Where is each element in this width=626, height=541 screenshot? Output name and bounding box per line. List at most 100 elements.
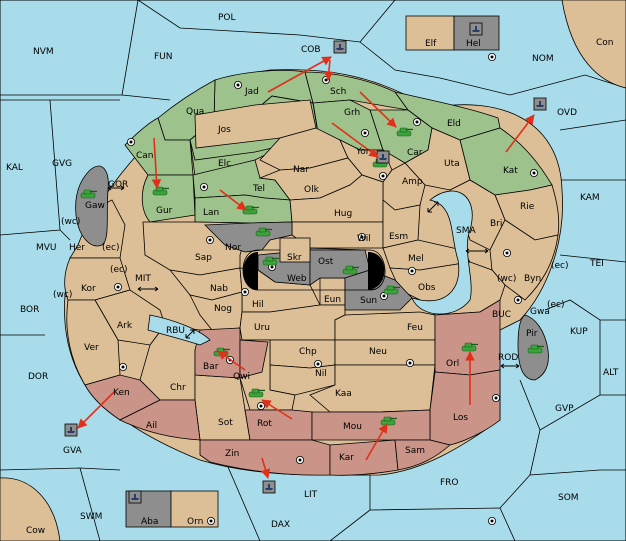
label-ovd: OVD bbox=[557, 108, 577, 118]
label-uta: Uta bbox=[444, 159, 460, 169]
label-aba: Aba bbox=[141, 517, 158, 527]
label-bri: Bri bbox=[490, 219, 502, 229]
label-orn: Orn bbox=[187, 517, 203, 527]
label-kal: KAL bbox=[6, 163, 23, 173]
label-buc: BUC bbox=[492, 310, 511, 320]
label-nor: Nor bbox=[225, 243, 241, 253]
label-kar: Kar bbox=[339, 453, 354, 463]
label-mit: MIT bbox=[135, 274, 151, 284]
fleet-lit[interactable] bbox=[262, 480, 276, 494]
label-grh: Grh bbox=[344, 108, 360, 118]
region-rot[interactable] bbox=[244, 409, 313, 441]
label-nab: Nab bbox=[210, 284, 228, 294]
label-jad: Jad bbox=[244, 87, 259, 97]
fleet-hel[interactable] bbox=[469, 22, 483, 36]
label-gva: GVA bbox=[63, 446, 83, 456]
label-ver: Ver bbox=[84, 343, 99, 353]
fleet-gva[interactable] bbox=[64, 423, 78, 437]
region-gaw[interactable] bbox=[75, 165, 109, 247]
label-rie: Rie bbox=[520, 202, 535, 212]
region-sam[interactable] bbox=[394, 439, 451, 471]
label-lit: LIT bbox=[304, 490, 318, 500]
label-nog: Nog bbox=[214, 304, 232, 314]
label-her: Her bbox=[69, 243, 85, 253]
label-elc: Elc bbox=[218, 159, 231, 169]
fleet-ovd[interactable] bbox=[533, 97, 547, 111]
label-kup: KUP bbox=[570, 327, 588, 337]
label-cob: COB bbox=[301, 45, 321, 55]
label-skr: Skr bbox=[287, 253, 302, 263]
label-gor: GOR bbox=[108, 180, 128, 190]
label-mou: Mou bbox=[343, 422, 362, 432]
region-ver[interactable] bbox=[66, 299, 121, 386]
fleet-aba[interactable] bbox=[128, 490, 142, 504]
label-chr: Chr bbox=[170, 383, 186, 393]
label-sap: Sap bbox=[195, 253, 212, 263]
coast-wc-byn: (wc) bbox=[497, 274, 516, 284]
coast-ec-gwa: (ec) bbox=[547, 300, 565, 310]
label-sma: SMA bbox=[456, 226, 476, 236]
label-gwa: Gwa bbox=[530, 307, 550, 317]
label-nar: Nar bbox=[293, 165, 309, 175]
region-mou[interactable] bbox=[311, 409, 431, 441]
label-cow: Cow bbox=[26, 526, 45, 536]
strait-markers bbox=[107, 185, 520, 369]
label-bar: Bar bbox=[203, 362, 219, 372]
label-byn: Byn bbox=[524, 274, 541, 284]
label-pir: Pir bbox=[526, 329, 538, 339]
region-byn[interactable] bbox=[489, 219, 559, 301]
region-esm[interactable] bbox=[382, 199, 421, 249]
order-arrows bbox=[77, 56, 535, 479]
label-sch: Sch bbox=[330, 87, 346, 97]
label-feu: Feu bbox=[407, 323, 423, 333]
coast-labels: (wc) (ec) (ec) (wc) (wc) (ec) (ec) bbox=[53, 217, 569, 310]
label-tei: TEI bbox=[589, 259, 604, 269]
region-ken[interactable] bbox=[84, 374, 161, 421]
fleet-yor[interactable] bbox=[376, 150, 390, 164]
label-eun: Eun bbox=[324, 295, 341, 305]
label-qua: Qua bbox=[186, 107, 204, 117]
coast-wc-gaw: (wc) bbox=[61, 217, 80, 227]
region-elf[interactable] bbox=[405, 15, 455, 51]
region-skr[interactable] bbox=[279, 237, 311, 263]
coast-ec-kor: (ec) bbox=[110, 265, 128, 275]
label-can: Can bbox=[136, 151, 154, 161]
label-orl: Orl bbox=[446, 359, 459, 369]
label-dax: DAX bbox=[271, 520, 290, 530]
label-ail: Ail bbox=[146, 421, 157, 431]
label-bor: BOR bbox=[20, 305, 39, 315]
label-esm: Esm bbox=[389, 232, 408, 242]
label-kor: Kor bbox=[81, 284, 96, 294]
label-elf: Elf bbox=[425, 39, 437, 49]
label-chp: Chp bbox=[299, 347, 317, 357]
label-swm: SWM bbox=[80, 512, 102, 522]
inner-channel bbox=[411, 190, 473, 315]
label-pol: POL bbox=[218, 13, 236, 23]
label-hil: Hil bbox=[252, 300, 264, 310]
label-con: Con bbox=[596, 38, 614, 48]
rbu-inlet bbox=[147, 314, 211, 346]
label-gur: Gur bbox=[156, 206, 173, 216]
label-gvp: GVP bbox=[555, 404, 574, 414]
label-obs: Obs bbox=[418, 283, 436, 293]
region-sch[interactable] bbox=[304, 71, 409, 111]
label-mel: Mel bbox=[408, 254, 424, 264]
label-nvm: NVM bbox=[33, 47, 54, 57]
label-nom: NOM bbox=[532, 54, 554, 64]
label-hug: Hug bbox=[334, 209, 352, 219]
label-sam: Sam bbox=[405, 446, 425, 456]
region-qwi[interactable] bbox=[239, 339, 269, 379]
label-gvg: GVG bbox=[52, 159, 72, 169]
fleet-cob[interactable] bbox=[333, 40, 347, 54]
coast-ec-her: (ec) bbox=[102, 243, 120, 253]
label-tel: Tel bbox=[252, 184, 265, 194]
region-ail[interactable] bbox=[119, 399, 201, 441]
label-gaw: Gaw bbox=[85, 201, 105, 211]
label-kaa: Kaa bbox=[335, 389, 352, 399]
label-amp: Amp bbox=[402, 177, 423, 187]
region-can[interactable] bbox=[124, 117, 194, 176]
label-kat: Kat bbox=[503, 166, 518, 176]
label-los: Los bbox=[453, 413, 468, 423]
label-fro: FRO bbox=[440, 478, 459, 488]
